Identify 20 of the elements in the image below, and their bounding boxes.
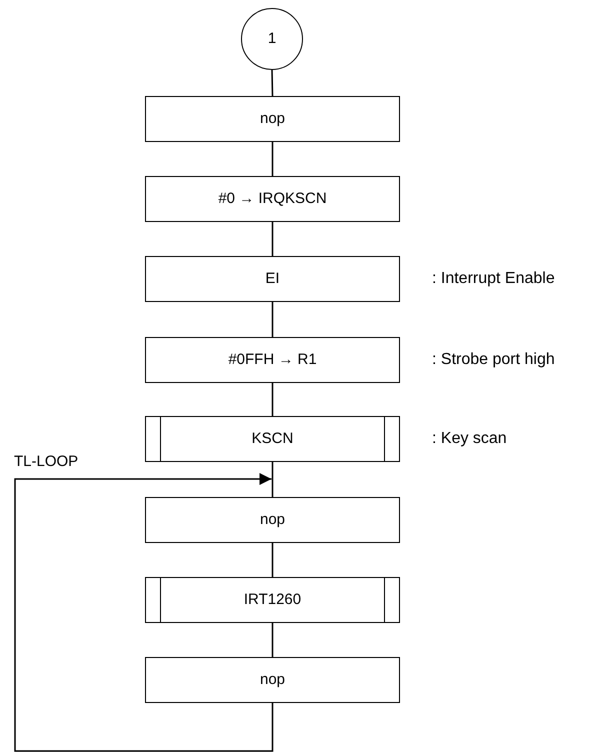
subroutine-box (145, 416, 400, 462)
step-text: 1 (268, 28, 276, 49)
side-note: : Strobe port high (432, 350, 555, 370)
process-box (145, 497, 400, 543)
process-box (145, 176, 400, 222)
step-text: nop (260, 510, 286, 530)
process-box (145, 337, 400, 383)
step-text: #0 → IRQKSCN (218, 188, 327, 209)
step-text: nop (260, 670, 286, 690)
process-box (145, 256, 400, 302)
step-text: nop (260, 108, 286, 129)
process-box (145, 96, 400, 142)
subroutine-box (145, 577, 400, 623)
step-text: KSCN (252, 428, 294, 449)
step-text: #0FFH → R1 (228, 350, 317, 370)
side-note: : Interrupt Enable (432, 269, 555, 289)
process-box (145, 657, 400, 703)
step-text: IRT1260 (244, 590, 302, 610)
side-note: : Key scan (432, 429, 507, 449)
step-text: EI (265, 268, 280, 289)
